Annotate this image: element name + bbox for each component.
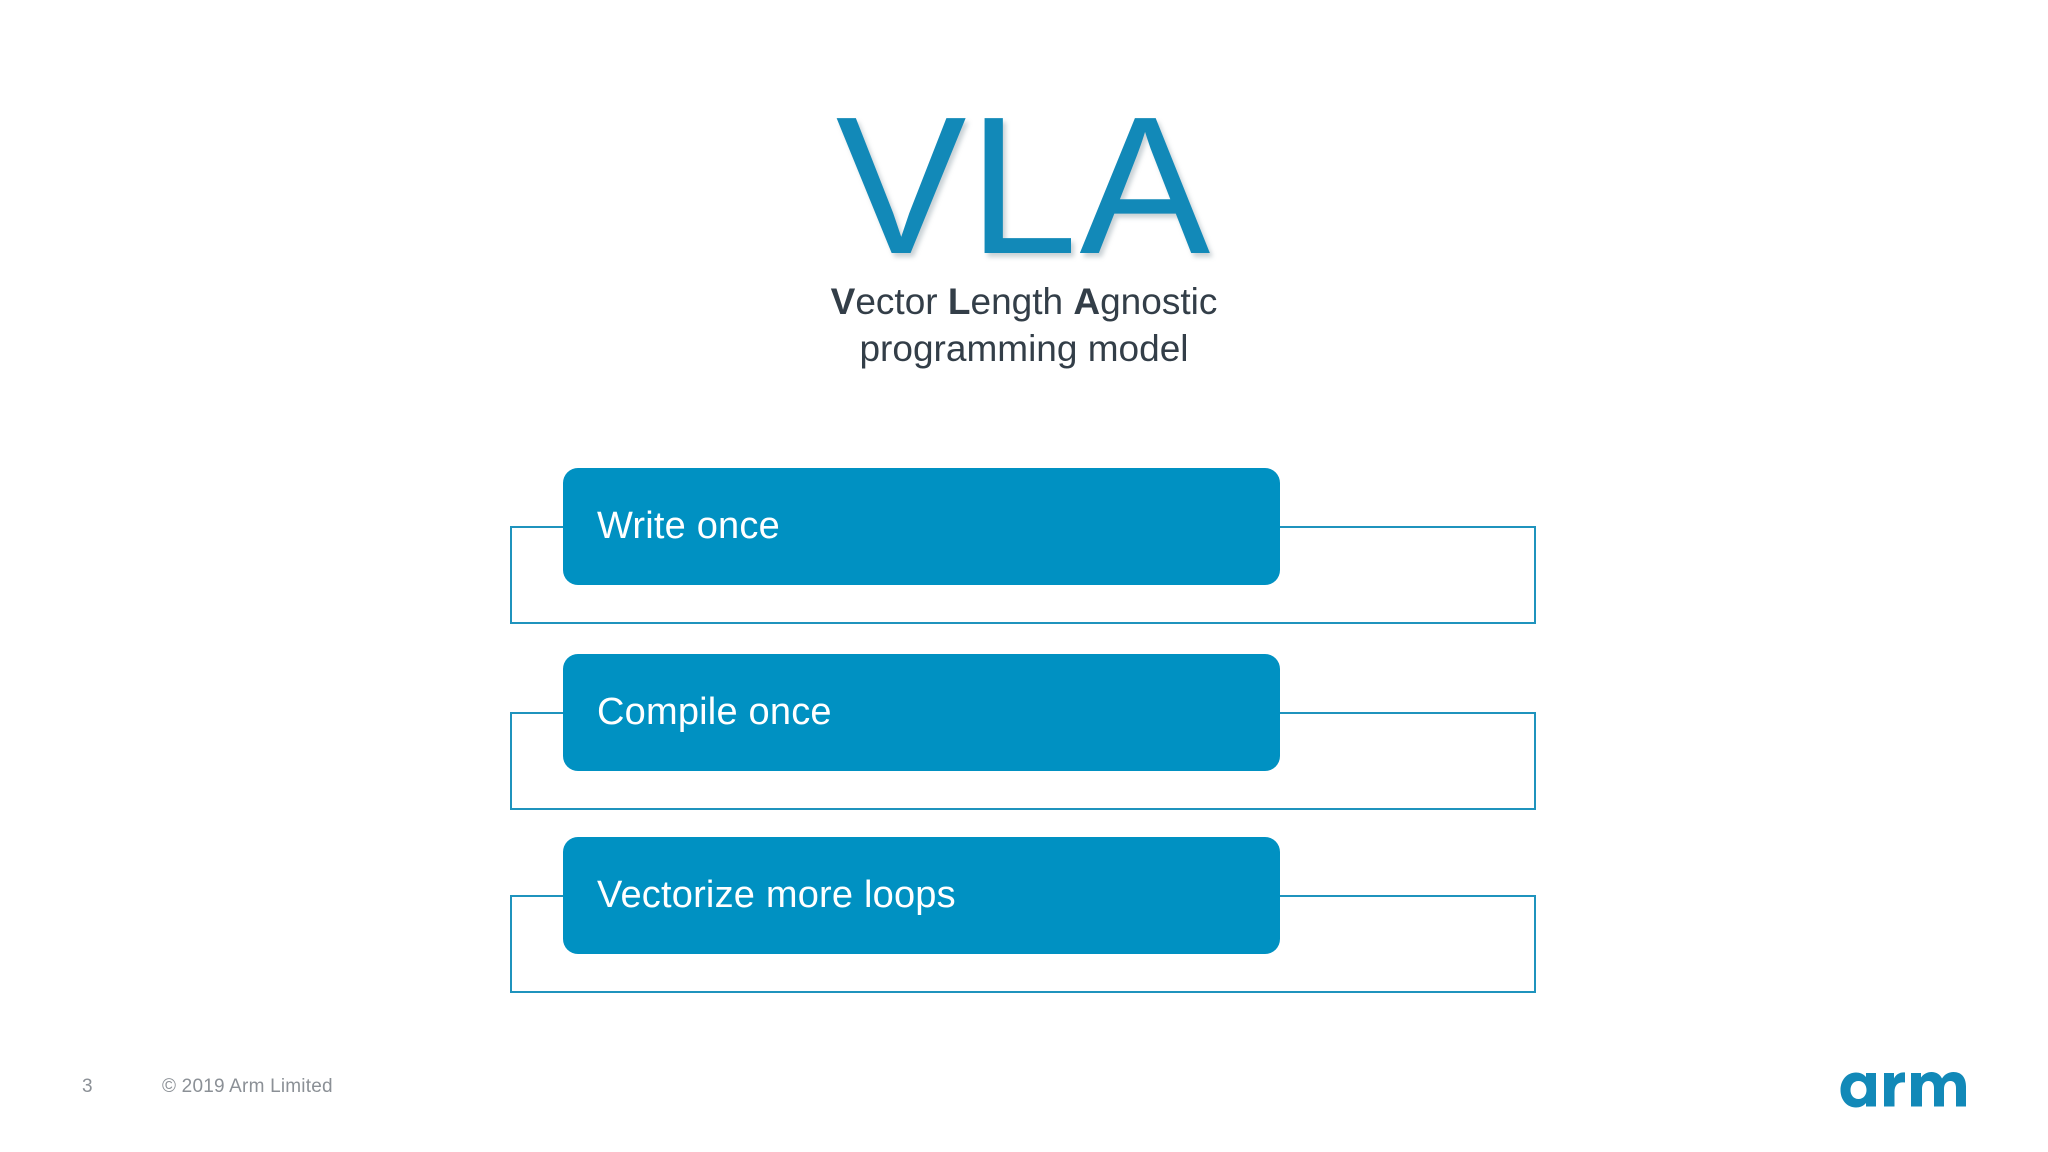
benefit-row: Write once [0,460,2048,624]
benefit-chip-label: Compile once [597,691,832,733]
benefit-chip-write-once[interactable]: Write once [563,468,1280,585]
benefit-chip-label: Vectorize more loops [597,874,956,916]
slide-page-number: 3 [82,1076,93,1097]
benefit-chip-label: Write once [597,505,780,547]
benefit-row: Compile once [0,646,2048,810]
subtitle-text-1: ector [855,280,948,322]
benefit-chip-vectorize-more-loops[interactable]: Vectorize more loops [563,837,1280,954]
page-title-acronym: VLA [835,76,1213,295]
benefit-chip-compile-once[interactable]: Compile once [563,654,1280,771]
subtitle-bold-a: A [1073,280,1101,322]
benefit-row: Vectorize more loops [0,829,2048,993]
copyright-notice: © 2019 Arm Limited [162,1076,333,1097]
subtitle-bold-v: V [830,280,856,322]
title-block: VLA Vector Length Agnostic programming mo… [0,76,2048,373]
subtitle-line-2: programming model [859,327,1189,369]
page-subtitle: Vector Length Agnostic programming model [0,279,2048,373]
subtitle-text-2: ength [970,280,1074,322]
arm-logo [1838,1055,1968,1111]
subtitle-text-3: gnostic [1100,280,1218,322]
subtitle-bold-l: L [947,280,971,322]
